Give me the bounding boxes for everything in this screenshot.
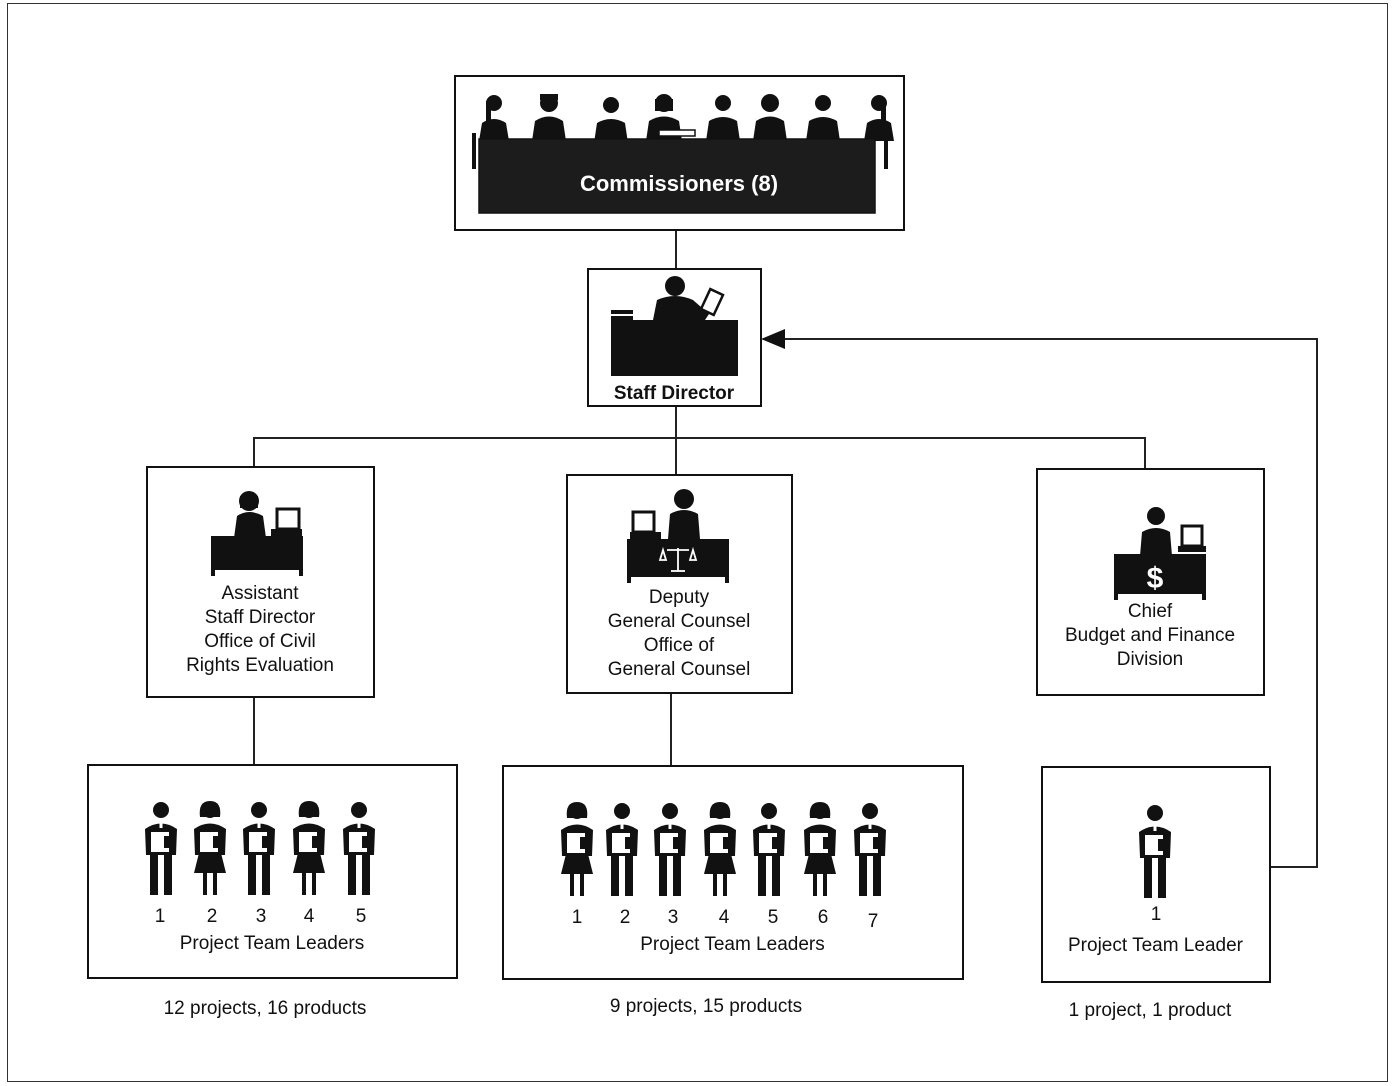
staff-director-icon (610, 275, 738, 376)
team-leader-male-icon (605, 802, 638, 896)
line-team3-to-director-arrow (761, 329, 1318, 868)
team-1-summary: 12 projects, 16 products (163, 998, 367, 1019)
team-2-number-4: 4 (718, 907, 730, 928)
office-civil-rights-evaluation-box: Assistant Staff Director Office of Civil… (146, 466, 375, 698)
staff-director-box: Staff Director (587, 268, 762, 407)
commissioners-icon (471, 93, 894, 214)
office-2-line-2: General Counsel (607, 611, 751, 632)
team-general-counsel-box: 1 2 3 4 5 6 7 Project Team Leaders (502, 765, 964, 980)
office-2-line-3: Office of (643, 635, 715, 656)
team-leader-male-icon (144, 801, 177, 895)
team-leader-female-icon (803, 801, 836, 896)
scales-of-justice-icon (658, 546, 697, 572)
team-leader-female-icon (193, 800, 226, 895)
deputy-general-counsel-icon (626, 488, 729, 583)
director-desk (610, 319, 738, 376)
office-general-counsel-box: Deputy General Counsel Office of General… (566, 474, 793, 694)
office-3-line-1: Chief (1127, 601, 1173, 622)
team-2-figures (560, 801, 886, 896)
team-2-numbers: 1 2 3 4 5 6 7 (504, 907, 961, 932)
office-budget-finance-text: Chief Budget and Finance Division (1038, 600, 1262, 672)
monitor-icon (631, 510, 655, 533)
team-1-label: Project Team Leaders (179, 933, 365, 954)
team-3-number-1: 1 (1150, 904, 1162, 925)
team-3-numbers: 1 (1043, 904, 1268, 928)
desk-icon (1113, 553, 1206, 594)
team-3-figures (1138, 804, 1171, 898)
team-2-number-7: 7 (867, 911, 879, 932)
commissioners-label: Commissioners (8) (579, 171, 779, 196)
office-general-counsel-text: Deputy General Counsel Office of General… (568, 586, 790, 682)
team-2-number-6: 6 (817, 907, 829, 928)
team-2-number-1: 1 (571, 907, 583, 928)
desk-icon (210, 535, 303, 570)
team-civil-rights-box: 1 2 3 4 5 Project Team Leaders (87, 764, 458, 979)
team-2-number-5: 5 (767, 907, 779, 928)
team-leader-male-icon (653, 802, 686, 896)
team-1-number-4: 4 (303, 906, 315, 927)
team-leader-male-icon (242, 801, 275, 895)
team-1-numbers: 1 2 3 4 5 (89, 906, 455, 930)
team-leader-male-icon (342, 801, 375, 895)
monitor-icon (1180, 524, 1203, 547)
team-leader-male-icon (752, 802, 785, 896)
commissioners-box: Commissioners (8) (454, 75, 905, 231)
paper-stack (610, 309, 633, 314)
team-1-number-2: 2 (206, 906, 218, 927)
office-1-line-3: Office of Civil (204, 631, 316, 652)
dollar-icon: $ (1146, 562, 1163, 595)
team-leader-female-icon (703, 801, 736, 896)
diagram-frame (7, 3, 1388, 1082)
team-leader-male-icon (1138, 804, 1171, 898)
team-leader-female-icon (292, 800, 325, 895)
team-budget-finance-box: 1 Project Team Leader (1041, 766, 1271, 983)
office-budget-finance-box: $ Chief Budget and Finance Division (1036, 468, 1265, 696)
team-2-label: Project Team Leaders (640, 934, 825, 955)
commissioner-figures (471, 93, 894, 169)
document-icon (698, 286, 725, 317)
budget-chief-icon: $ (1113, 506, 1206, 600)
office-1-line-4: Rights Evaluation (186, 655, 334, 676)
office-3-line-3: Division (1116, 649, 1184, 670)
team-1-figures (144, 800, 375, 895)
office-1-line-2: Staff Director (204, 607, 316, 628)
team-3-summary: 1 project, 1 product (1068, 1000, 1232, 1021)
office-2-line-4: General Counsel (607, 659, 751, 680)
office-civil-rights-evaluation-text: Assistant Staff Director Office of Civil… (148, 582, 372, 678)
team-3-label: Project Team Leader (1068, 935, 1243, 956)
commissioners-bench (477, 137, 876, 214)
team-1-number-3: 3 (255, 906, 267, 927)
team-leader-female-icon (560, 801, 593, 896)
monitor-icon (275, 507, 300, 530)
assistant-staff-director-icon (210, 490, 303, 576)
team-leader-male-icon (853, 802, 886, 896)
team-2-number-3: 3 (667, 907, 679, 928)
team-2-summary: 9 projects, 15 products (609, 996, 803, 1017)
team-1-number-5: 5 (355, 906, 367, 927)
office-1-line-1: Assistant (221, 583, 299, 604)
team-1-number-1: 1 (154, 906, 166, 927)
staff-director-label: Staff Director (613, 383, 735, 404)
line-director-to-offices (253, 437, 1146, 468)
office-3-line-2: Budget and Finance (1064, 625, 1236, 646)
office-2-line-1: Deputy (648, 587, 710, 608)
team-2-number-2: 2 (619, 907, 631, 928)
